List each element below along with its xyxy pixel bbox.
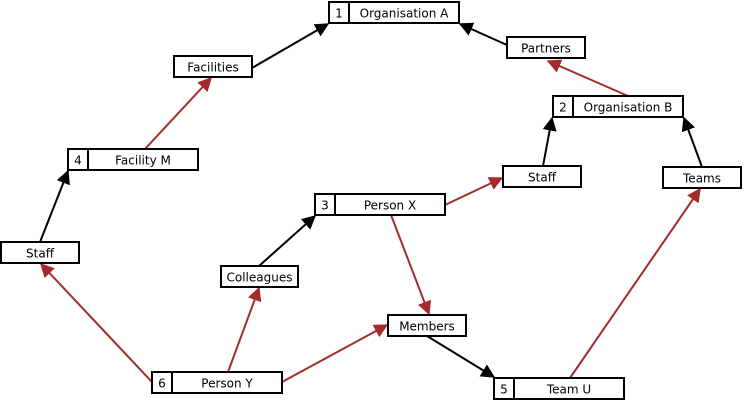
node-facilities[interactable]: Facilities [173,55,253,78]
node-label: Staff [26,247,55,261]
node-box [502,165,582,188]
node-label: Person X [364,199,416,213]
node-number: 1 [335,7,343,21]
edge-partners-to-orgA [458,22,508,46]
edge-facilities-to-orgA [251,23,330,69]
edge-teams-to-orgB [681,116,703,168]
edge-facilityM-to-facilities [144,76,212,150]
node-members[interactable]: Members [387,314,467,337]
node-number: 4 [74,154,82,168]
edge-staffB-to-orgB [542,116,557,167]
node-personY[interactable]: 6 Person Y [151,371,283,394]
node-teams[interactable]: Teams [662,166,742,189]
node-partners[interactable]: Partners [506,36,586,59]
node-teamU[interactable]: 5 Team U [493,377,625,400]
edge-colleagues-to-personX [258,215,317,267]
node-box [314,193,446,216]
node-box [493,377,625,400]
edge-teamU-to-teams [569,187,701,379]
node-label: Facilities [187,61,238,75]
edge-personY-to-staffM [40,262,153,383]
node-box [220,265,299,288]
node-label: Organisation B [584,101,673,115]
node-orgA[interactable]: 1 Organisation A [328,1,460,24]
node-label: Staff [528,171,557,185]
node-staffM[interactable]: Staff [0,241,80,264]
node-box [662,166,742,189]
node-label: Facility M [115,154,171,168]
node-label: Teams [682,172,721,186]
node-label: Person Y [201,377,253,391]
edge-members-to-teamU [426,335,496,378]
node-personX[interactable]: 3 Person X [314,193,446,216]
node-box [173,55,253,78]
node-box [67,148,199,171]
node-orgB[interactable]: 2 Organisation B [552,95,684,118]
edge-staffM-to-facilityM [39,169,70,243]
node-label: Members [399,320,455,334]
node-box [552,95,684,118]
node-facilityM[interactable]: 4 Facility M [67,148,199,171]
node-number: 6 [158,377,166,391]
node-number: 3 [321,199,329,213]
edge-personY-to-members [281,324,389,383]
node-box [387,314,467,337]
node-box [0,241,80,264]
node-label: Team U [546,383,591,397]
edge-orgB-to-partners [546,59,629,97]
node-box [506,36,586,59]
edge-personX-to-members [390,214,432,316]
node-number: 2 [559,101,567,115]
edge-personY-to-colleagues [227,286,262,373]
node-label: Colleagues [227,271,293,285]
node-number: 5 [500,383,508,397]
edge-personX-to-staffB [444,177,504,206]
node-box [328,1,460,24]
node-staffB[interactable]: Staff [502,165,582,188]
node-box [151,371,283,394]
node-label: Organisation A [360,7,449,21]
node-colleagues[interactable]: Colleagues [220,265,299,288]
node-label: Partners [521,42,571,56]
